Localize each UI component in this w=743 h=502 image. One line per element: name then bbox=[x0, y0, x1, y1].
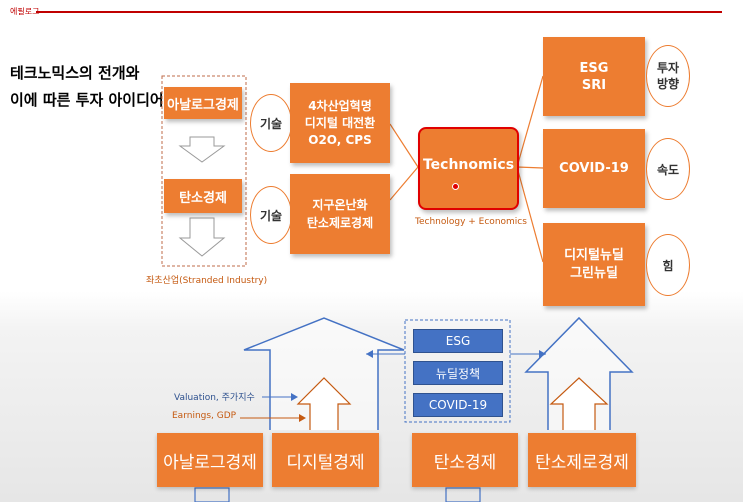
header-line bbox=[36, 11, 722, 13]
new-deal-policy-blue-box: 뉴딜정책 bbox=[413, 361, 503, 385]
esg-blue-box: ESG bbox=[413, 329, 503, 353]
technomics-subtitle: Technology + Economics bbox=[415, 217, 527, 227]
cursor-dot bbox=[452, 183, 459, 190]
big-up-arrow-right bbox=[524, 316, 634, 430]
down-arrow-2 bbox=[178, 217, 226, 257]
tech-circle-1: 기술 bbox=[250, 94, 292, 152]
analog-economy-box: 아날로그경제 bbox=[164, 87, 242, 119]
digital-transformation-box: 4차산업혁명 디지털 대전환 O2O, CPS bbox=[290, 83, 390, 163]
bottom-analog-economy: 아날로그경제 bbox=[157, 433, 263, 487]
carbon-zero-box: 지구온난화 탄소제로경제 bbox=[290, 174, 390, 254]
title-line-2: 이에 따른 투자 아이디어 bbox=[10, 91, 164, 109]
speed-circle: 속도 bbox=[646, 138, 690, 200]
title-line-1: 테크노믹스의 전개와 bbox=[10, 64, 140, 82]
big-up-arrow-left bbox=[243, 317, 405, 430]
technomics-title: Technomics bbox=[422, 156, 515, 173]
down-arrow-1 bbox=[178, 136, 226, 163]
covid-box: COVID-19 bbox=[543, 129, 645, 208]
carbon-economy-box: 탄소경제 bbox=[164, 179, 242, 213]
new-deal-box: 디지털뉴딜 그린뉴딜 bbox=[543, 223, 645, 306]
valuation-label: Valuation, 주가지수 bbox=[174, 393, 255, 403]
bottom-carbon-zero-economy: 탄소제로경제 bbox=[528, 433, 636, 487]
power-circle: 힘 bbox=[646, 234, 690, 296]
bottom-digital-economy: 디지털경제 bbox=[272, 433, 379, 487]
stranded-industry-label: 좌초산업(Stranded Industry) bbox=[146, 276, 268, 286]
tech-circle-2: 기술 bbox=[250, 186, 292, 244]
investment-direction-circle: 투자 방향 bbox=[646, 45, 690, 107]
technomics-box: Technomics bbox=[418, 127, 519, 210]
header-brand: 에필로그 bbox=[10, 7, 40, 16]
small-up-arrow-left bbox=[296, 377, 352, 430]
earnings-label: Earnings, GDP bbox=[172, 411, 237, 421]
covid-blue-box: COVID-19 bbox=[413, 393, 503, 417]
small-up-arrow-right bbox=[549, 377, 609, 430]
esg-sri-box: ESG SRI bbox=[543, 37, 645, 116]
bottom-carbon-economy: 탄소경제 bbox=[412, 433, 518, 487]
